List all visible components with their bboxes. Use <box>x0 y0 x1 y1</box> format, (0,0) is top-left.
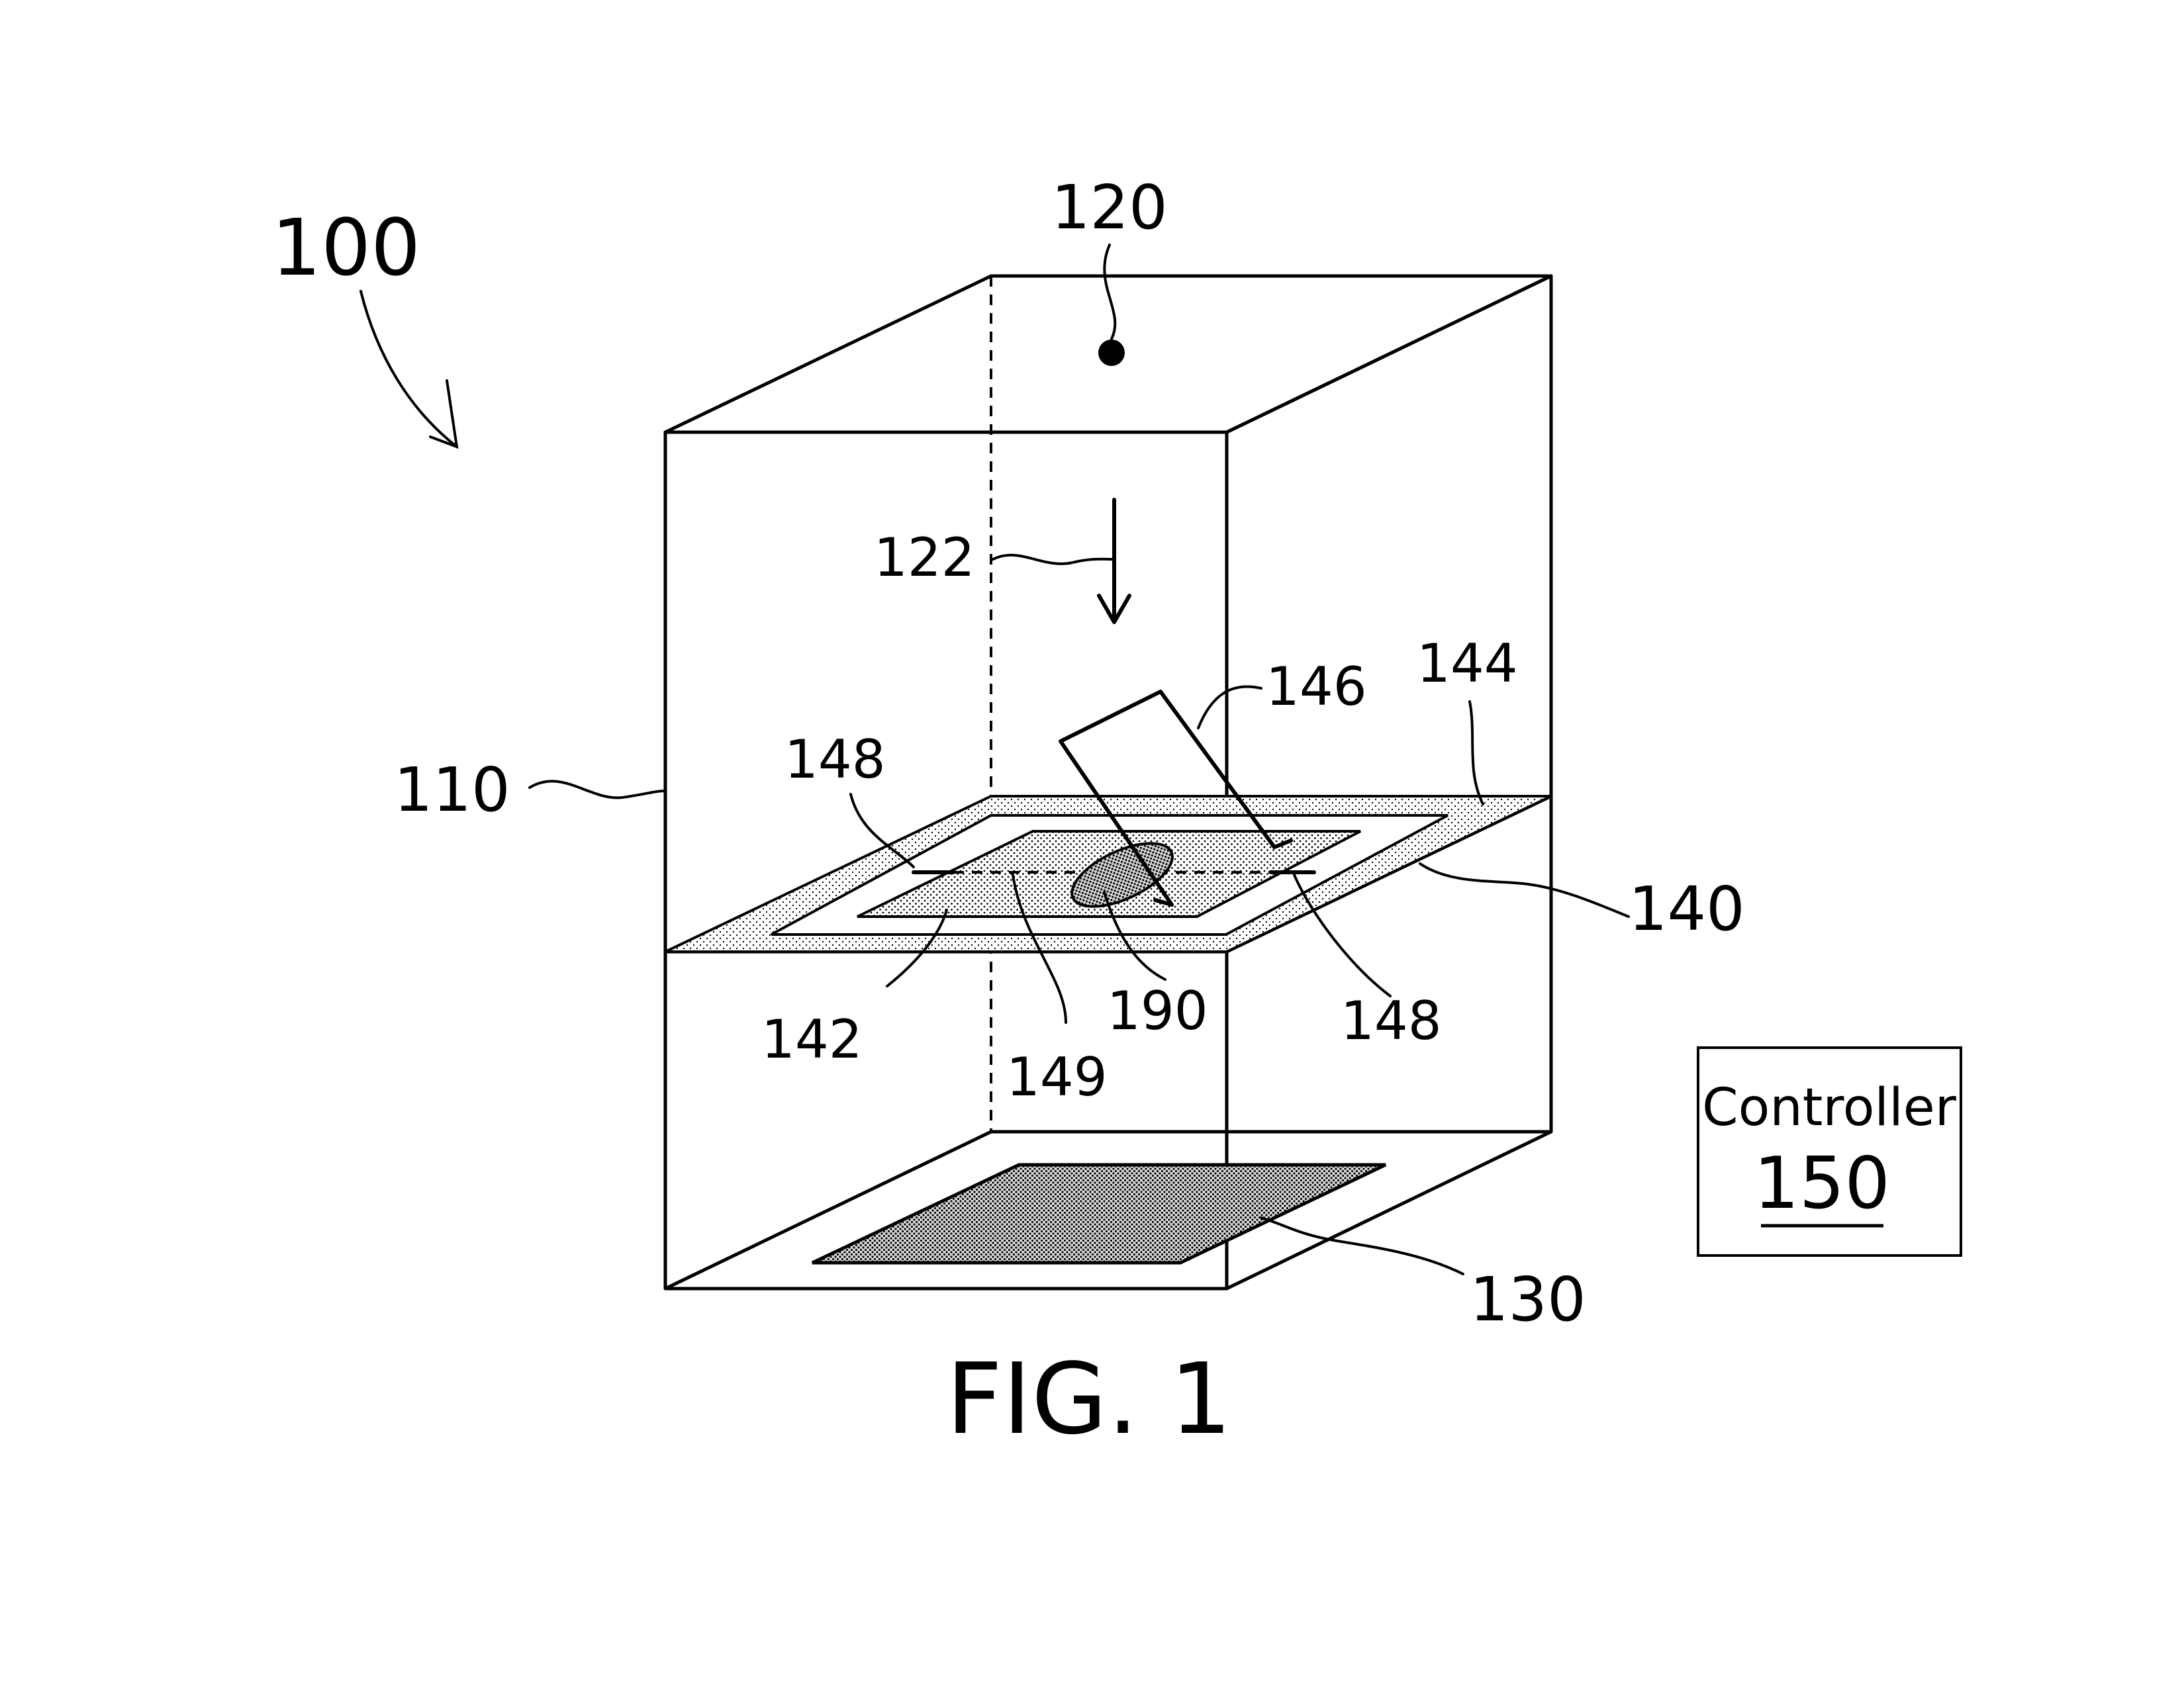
label-148-right: 148 <box>1341 990 1442 1052</box>
label-148-left: 148 <box>784 729 886 790</box>
beam-arrow <box>992 498 1131 624</box>
stage <box>665 690 1552 953</box>
figure-caption: FIG. 1 <box>946 1342 1232 1456</box>
label-144: 144 <box>1417 633 1518 694</box>
system-arrow <box>359 290 459 449</box>
controller-title: Controller <box>1702 1078 1957 1138</box>
label-140: 140 <box>1629 874 1745 944</box>
label-130: 130 <box>1470 1264 1586 1335</box>
reference-numerals: 100 120 122 146 144 148 110 140 142 149 … <box>271 172 1745 1335</box>
label-146: 146 <box>1266 656 1367 717</box>
detector <box>811 1163 1387 1265</box>
label-190: 190 <box>1107 980 1208 1042</box>
label-120: 120 <box>1051 172 1168 243</box>
label-142: 142 <box>761 1009 863 1070</box>
label-149: 149 <box>1006 1046 1108 1108</box>
label-122: 122 <box>874 527 975 588</box>
source <box>1098 244 1125 366</box>
leader-lines <box>528 685 1630 1275</box>
label-100: 100 <box>271 202 420 293</box>
controller-number: 150 <box>1754 1142 1890 1225</box>
controller-box: Controller 150 <box>1697 1046 1962 1257</box>
label-110: 110 <box>394 754 510 825</box>
